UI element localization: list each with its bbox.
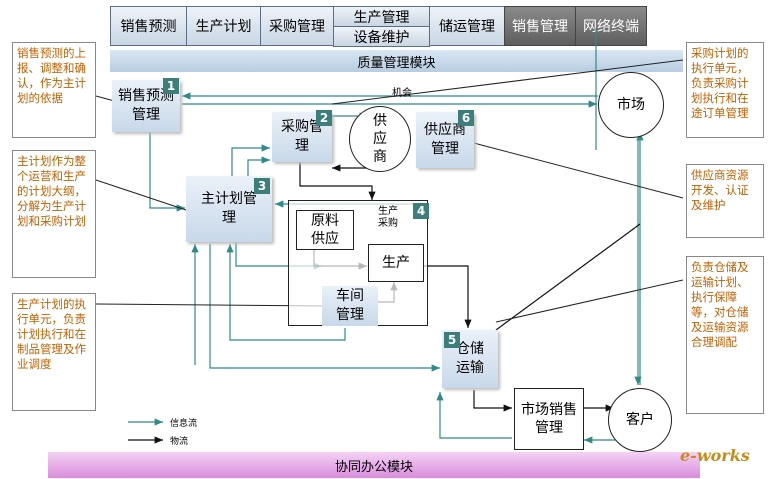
node-supplier-label: 供应商 [373,113,387,165]
note-sales-forecast: 销售预测的上报、调整和确认，作为主计划的依据 [12,42,96,138]
tab-network-terminal[interactable]: 网络终端 [575,6,647,46]
module-sales-forecast-label: 销售预测管理 [118,88,174,123]
tab-equipment-maint[interactable]: 设备维护 [333,26,430,47]
legend-info-flow: 信息流 [170,419,198,429]
tab-sales-mgmt[interactable]: 销售管理 [504,6,576,46]
node-production-label: 生产 [382,255,410,271]
node-raw-material: 原料供应 [296,210,354,250]
tab-storage-transport[interactable]: 储运管理 [429,6,505,46]
badge-3: 3 [254,178,270,194]
node-workshop-label: 车间管理 [336,288,364,323]
node-market: 市场 [598,72,664,138]
quality-management-bar: 质量管理模块 [110,50,683,72]
note-purchase: 采购计划的执行单元，负责采购计划执行和在途订单管理 [686,42,764,138]
node-market-sales-label: 市场销售管理 [521,402,577,436]
module-purchase-label: 采购管理 [281,119,323,154]
note-supplier-mgmt: 供应商资源开发、认证及维护 [686,164,764,238]
node-raw-material-label: 原料供应 [311,213,339,247]
badge-5: 5 [444,332,460,348]
node-customer-label: 客户 [626,412,654,428]
legend-material-flow: 物流 [170,437,189,447]
node-market-sales: 市场销售管理 [514,388,584,450]
badge-2: 2 [316,110,332,126]
module-supplier-mgmt-label: 供应商管理 [424,122,466,157]
node-production: 生产 [368,244,424,282]
e-works-logo: e-works [680,446,750,465]
label-opportunity: 机会 [392,88,412,99]
badge-1: 1 [163,78,179,94]
label-production-purchase: 生产采购 [378,206,398,229]
note-workshop: 生产计划的执行单元，负责计划执行和在制品管理及作业调度 [12,293,96,411]
note-master-plan: 主计划作为整个运营和生产的计划大纲，分解为生产计划和采购计划 [12,150,96,278]
tab-purchase-mgmt[interactable]: 采购管理 [260,6,334,46]
tab-production-plan[interactable]: 生产计划 [186,6,261,46]
node-workshop[interactable]: 车间管理 [322,286,378,326]
collaborative-office-bar: 协同办公模块 [48,452,700,478]
node-supplier: 供应商 [349,106,411,172]
node-customer: 客户 [608,388,672,452]
tab-sales-forecast[interactable]: 销售预测 [110,6,187,46]
module-storage-transport-label: 仓储运输 [456,341,484,376]
badge-4: 4 [413,203,429,219]
module-master-plan-label: 主计划管理 [201,191,257,226]
badge-6: 6 [458,110,474,126]
note-storage: 负责仓储及运输计划、执行保障等，对仓储及运输资源合理调配 [686,256,764,414]
node-market-label: 市场 [617,97,645,113]
